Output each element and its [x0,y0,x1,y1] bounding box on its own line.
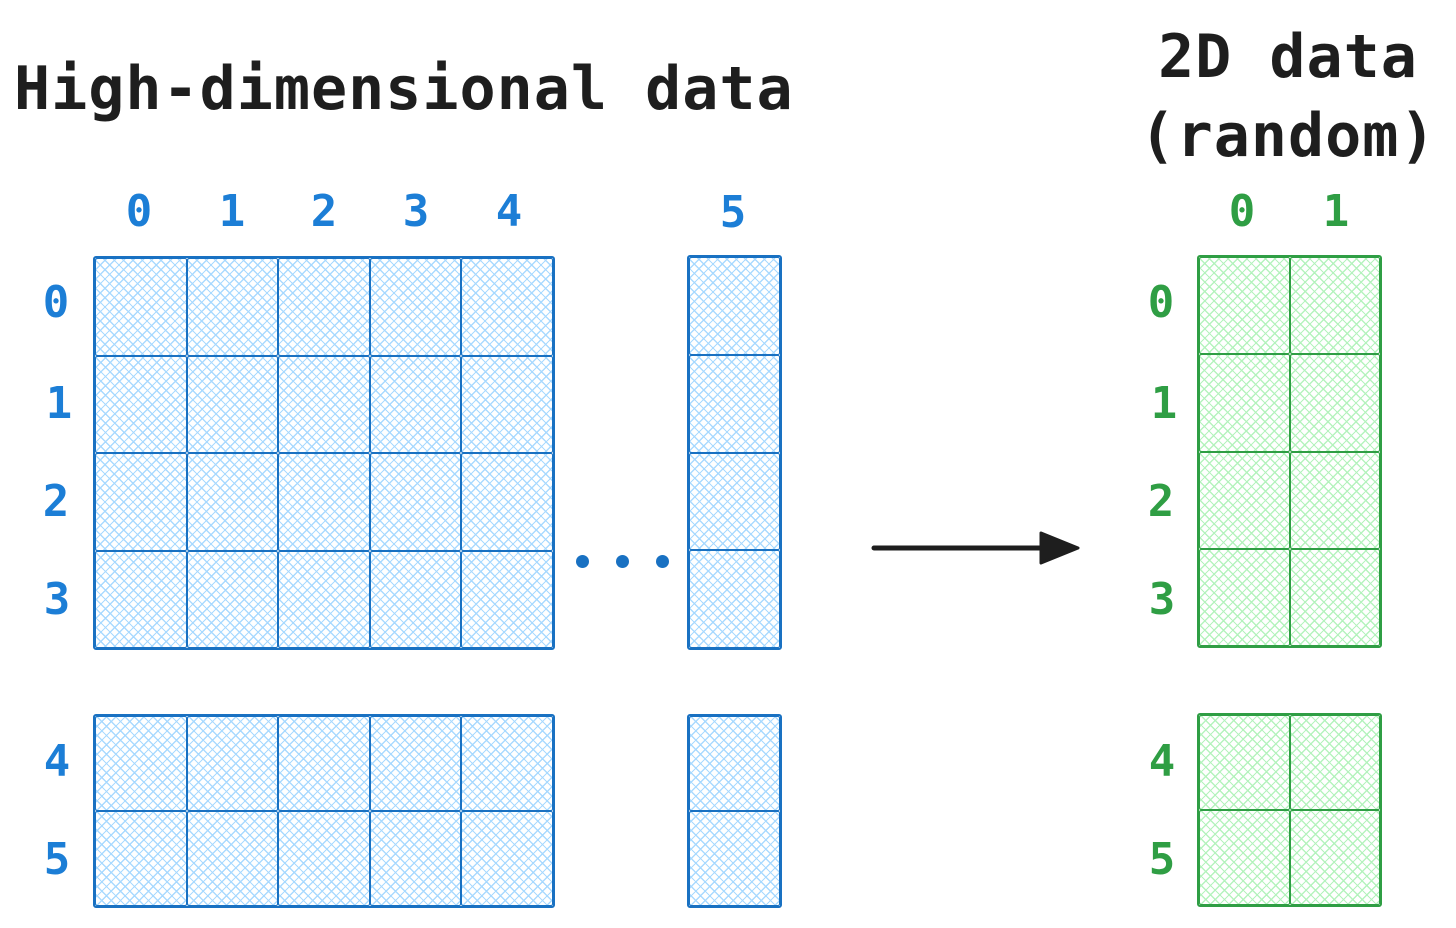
blue-row-header-5: 5 [43,834,71,885]
matrix-cell [1199,548,1290,646]
matrix-cell [186,453,279,551]
matrix-cell [278,716,370,811]
blue-row-header-3: 3 [43,574,71,625]
blue-row-header-4: 4 [43,736,71,787]
blue-col-header-1: 1 [218,186,246,237]
matrix-cell [95,453,187,551]
matrix-cell [461,355,553,453]
green-row-header-0: 0 [1147,277,1175,328]
blue-row-header-0: 0 [42,277,70,328]
green-matrix-bottom [1197,713,1382,907]
matrix-cell [461,453,553,551]
matrix-cell [186,258,279,356]
matrix-cell [278,550,370,648]
green-row-header-5: 5 [1148,834,1176,885]
green-row-header-2: 2 [1147,476,1175,527]
matrix-cell [689,257,780,355]
matrix-cell [689,716,780,811]
blue-col-header-4: 4 [495,186,523,237]
right-matrix-title: 2D data (random) [1104,18,1456,176]
matrix-cell [689,550,780,648]
matrix-cell [461,716,553,811]
matrix-cell [1289,715,1380,810]
blue-matrix-main [93,256,555,650]
matrix-cell [461,811,553,906]
green-row-header-4: 4 [1148,736,1176,787]
matrix-cell [95,258,187,356]
matrix-cell [186,716,279,811]
matrix-cell [95,355,187,453]
matrix-cell [186,550,279,648]
green-col-header-0: 0 [1228,186,1256,237]
left-matrix-title: High-dimensional data [14,54,794,124]
blue-matrix-bottom [93,714,555,908]
matrix-cell [369,258,462,356]
matrix-cell [1199,354,1290,452]
matrix-cell [1289,354,1380,452]
matrix-cell [278,355,370,453]
right-matrix-title-line1: 2D data [1158,22,1418,92]
matrix-cell [186,355,279,453]
green-col-header-1: 1 [1322,186,1350,237]
matrix-cell [369,716,462,811]
matrix-cell [1289,451,1380,549]
matrix-cell [369,453,462,551]
matrix-cell [1289,548,1380,646]
right-arrow-icon [871,531,1080,565]
right-matrix-title-line2: (random) [1139,101,1437,171]
blue-row-header-2: 2 [42,476,70,527]
blue-col-header-0: 0 [125,186,153,237]
green-matrix-main [1197,255,1382,648]
matrix-cell [278,258,370,356]
matrix-cell [95,550,187,648]
green-row-header-3: 3 [1148,574,1176,625]
matrix-cell [278,453,370,551]
matrix-cell [689,354,780,453]
matrix-cell [461,258,553,356]
horizontal-ellipsis-icon [576,555,669,568]
blue-matrix-col5-bottom [687,714,782,908]
blue-row-header-1: 1 [45,378,73,429]
blue-col-header-2: 2 [310,186,338,237]
blue-col-header-5: 5 [719,187,747,238]
matrix-cell [1199,451,1290,549]
matrix-cell [461,550,553,648]
blue-matrix-col5-main [687,255,782,650]
matrix-cell [1199,810,1290,905]
matrix-cell [278,811,370,906]
matrix-cell [689,811,780,906]
matrix-cell [369,811,462,906]
matrix-cell [689,452,780,551]
matrix-cell [369,355,462,453]
green-row-header-1: 1 [1150,378,1178,429]
matrix-cell [95,811,187,906]
blue-col-header-3: 3 [402,186,430,237]
matrix-cell [186,811,279,906]
matrix-cell [1289,810,1380,905]
matrix-cell [95,716,187,811]
matrix-cell [1199,715,1290,810]
matrix-cell [1289,257,1380,355]
matrix-cell [369,550,462,648]
matrix-cell [1199,257,1290,355]
